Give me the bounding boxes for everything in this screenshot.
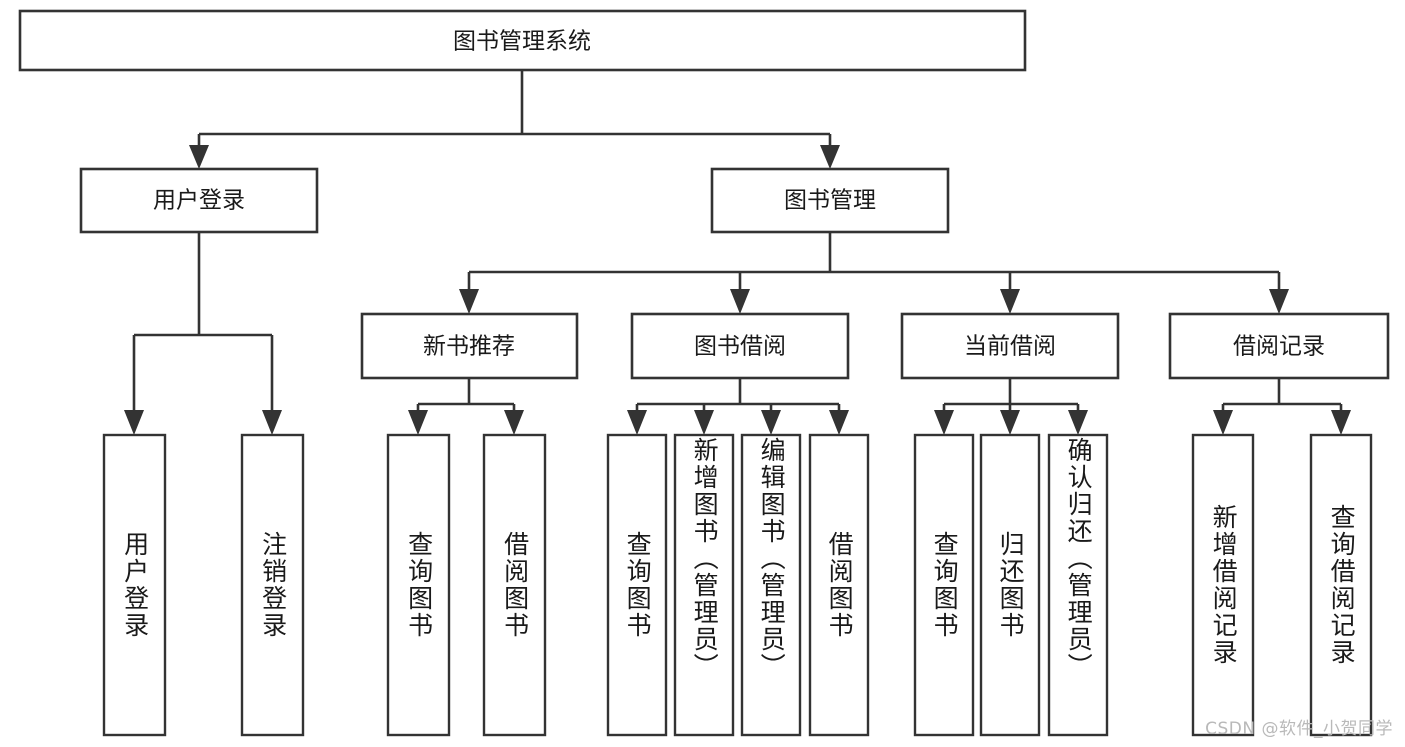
leaf-box-book-borrow-4[interactable] [808, 433, 870, 737]
node-borrow-record-box[interactable] [1168, 312, 1390, 380]
node-new-book-recommend-label: 新书推荐 [423, 334, 515, 360]
leaf-box-new-book-2[interactable] [482, 433, 547, 737]
leaf-box-user-login-1[interactable] [102, 433, 167, 737]
arrow-userlogin-leaf2-icon [262, 410, 282, 435]
node-book-management[interactable]: 图书管理 [710, 167, 950, 234]
node-root-box[interactable] [18, 9, 1027, 72]
node-new-book-recommend[interactable]: 新书推荐 [360, 312, 579, 380]
leaf-box-book-borrow-2[interactable] [673, 433, 735, 737]
node-borrow-record-label: 借阅记录 [1233, 334, 1325, 360]
node-book-management-label: 图书管理 [784, 188, 876, 214]
leaf-group-current-borrow [913, 433, 1109, 737]
arrow-currentborrow-leaf2-icon [1000, 410, 1020, 435]
node-root-label: 图书管理系统 [453, 29, 591, 55]
leaf-box-book-borrow-1[interactable] [606, 433, 668, 737]
arrow-borrowrecord-leaf2-icon [1331, 410, 1351, 435]
node-user-login[interactable]: 用户登录 [79, 167, 319, 234]
leaf-box-current-borrow-2[interactable] [979, 433, 1041, 737]
node-current-borrow-label: 当前借阅 [964, 334, 1056, 360]
node-root[interactable]: 图书管理系统 [18, 9, 1027, 72]
arrow-newbook-leaf2-icon [504, 410, 524, 435]
leaf-box-book-borrow-3[interactable] [740, 433, 802, 737]
leaf-box-borrow-record-2[interactable] [1309, 433, 1373, 737]
arrow-currentborrow-leaf3-icon [1068, 410, 1088, 435]
arrow-currentborrow-leaf1-icon [934, 410, 954, 435]
node-current-borrow-box[interactable] [900, 312, 1120, 380]
leaf-group-user-login [102, 433, 305, 737]
node-user-login-label: 用户登录 [153, 188, 245, 214]
watermark-text: CSDN @软件_小贺同学 [1205, 719, 1393, 739]
node-user-login-box[interactable] [79, 167, 319, 234]
leaf-box-user-login-2[interactable] [240, 433, 305, 737]
arrow-borrowrecord-leaf1-icon [1213, 410, 1233, 435]
arrow-bookmgmt-borrow-icon [730, 289, 750, 314]
leaf-group-new-book-recommend [386, 433, 547, 737]
leaf-box-current-borrow-1[interactable] [913, 433, 975, 737]
node-current-borrow[interactable]: 当前借阅 [900, 312, 1120, 380]
node-book-borrow-label: 图书借阅 [694, 334, 786, 360]
leaf-group-book-borrow [606, 433, 870, 737]
arrow-bookborrow-leaf2-icon [694, 410, 714, 435]
arrow-bookmgmt-record-icon [1269, 289, 1289, 314]
connector-group [124, 70, 1351, 435]
arrow-newbook-leaf1-icon [408, 410, 428, 435]
arrow-root-to-userlogin-icon [189, 145, 209, 169]
arrow-bookmgmt-new-icon [459, 289, 479, 314]
arrow-root-to-bookmgmt-icon [820, 145, 840, 169]
leaf-box-borrow-record-1[interactable] [1191, 433, 1255, 737]
node-borrow-record[interactable]: 借阅记录 [1168, 312, 1390, 380]
arrow-bookmgmt-current-icon [1000, 289, 1020, 314]
leaf-box-current-borrow-3[interactable] [1047, 433, 1109, 737]
node-book-borrow-box[interactable] [630, 312, 850, 380]
arrow-bookborrow-leaf4-icon [829, 410, 849, 435]
leaf-box-new-book-1[interactable] [386, 433, 451, 737]
node-book-management-box[interactable] [710, 167, 950, 234]
node-book-borrow[interactable]: 图书借阅 [630, 312, 850, 380]
node-new-book-recommend-box[interactable] [360, 312, 579, 380]
leaf-group-borrow-record [1191, 433, 1373, 737]
arrow-bookborrow-leaf1-icon [627, 410, 647, 435]
arrow-userlogin-leaf1-icon [124, 410, 144, 435]
arrow-bookborrow-leaf3-icon [761, 410, 781, 435]
